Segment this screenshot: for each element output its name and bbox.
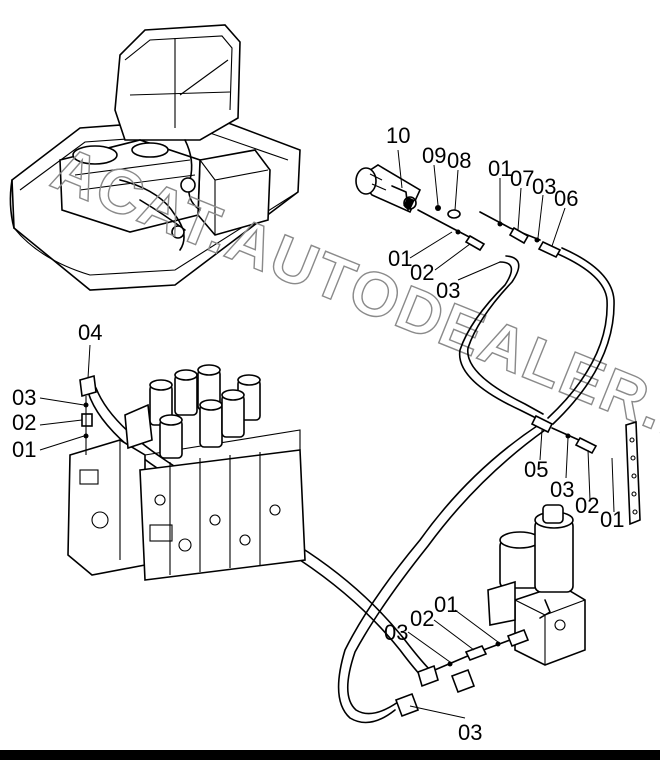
callout-01-mid: 01 <box>388 246 412 271</box>
callout-02-mid: 02 <box>410 260 434 285</box>
valve-solenoids <box>124 364 261 459</box>
mounting-bracket <box>625 420 641 526</box>
callout-06: 06 <box>554 186 578 211</box>
fitting-08 <box>447 209 461 219</box>
callout-labels: 10 09 08 01 07 03 06 01 02 03 04 03 02 0… <box>12 123 624 745</box>
excavator-upper-structure <box>9 24 301 291</box>
callout-03-bottom-left: 03 <box>384 620 408 645</box>
callout-01-bottom-left: 01 <box>434 592 458 617</box>
callout-03-bottom: 03 <box>458 720 482 745</box>
callout-03-right: 03 <box>550 477 574 502</box>
callout-03-mid: 03 <box>436 278 460 303</box>
callout-01-top: 01 <box>488 156 512 181</box>
control-valve-block <box>67 364 306 581</box>
fitting-05 <box>530 414 598 455</box>
fitting-stack-left <box>79 374 97 455</box>
callout-02-left: 02 <box>12 410 36 435</box>
callout-03-left: 03 <box>12 385 36 410</box>
fitting-row-top <box>479 211 562 259</box>
callout-02-bottom-left: 02 <box>410 606 434 631</box>
callout-08: 08 <box>447 148 471 173</box>
solenoid-valve-unit <box>487 504 586 666</box>
callout-07: 07 <box>510 166 534 191</box>
callout-05: 05 <box>524 457 548 482</box>
callout-03-top: 03 <box>532 174 556 199</box>
callout-10: 10 <box>386 123 410 148</box>
callout-01-left: 01 <box>12 437 36 462</box>
pedal-switch-assembly <box>355 164 422 214</box>
callout-01-right: 01 <box>600 507 624 532</box>
bottom-border <box>0 750 660 760</box>
fitting-09 <box>435 205 441 211</box>
fitting-row-bottom <box>394 628 530 718</box>
callout-02-right: 02 <box>575 493 599 518</box>
callout-04: 04 <box>78 320 102 345</box>
leader-lines <box>39 149 615 719</box>
callout-09: 09 <box>422 143 446 168</box>
